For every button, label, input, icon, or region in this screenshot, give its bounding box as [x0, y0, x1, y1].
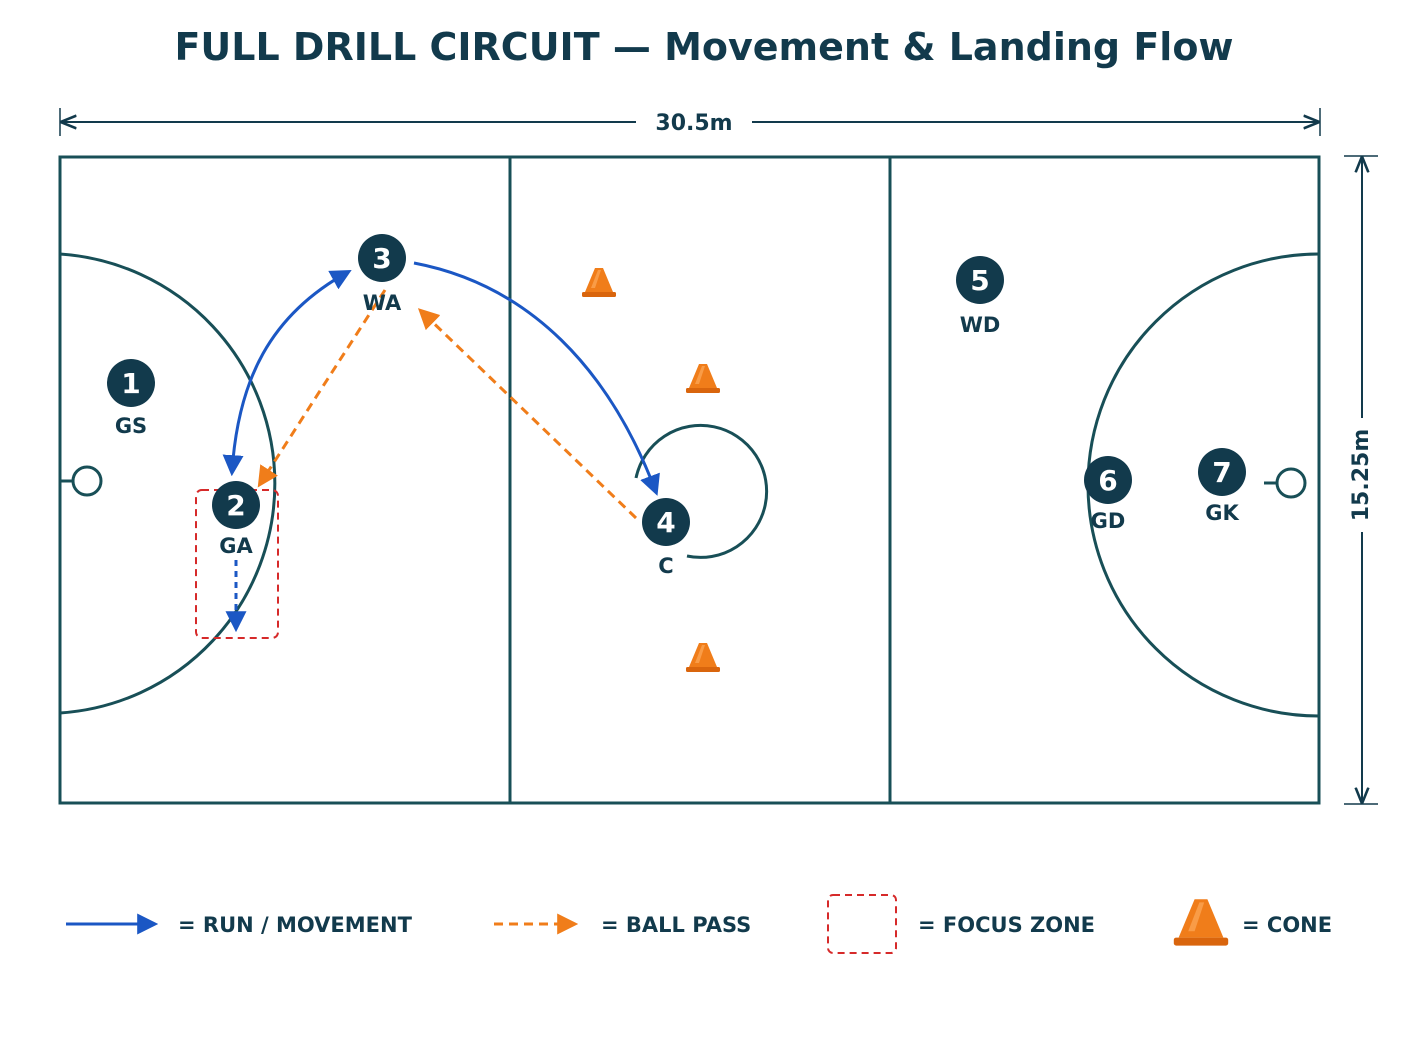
player-ga: 2 GA — [212, 481, 260, 558]
svg-text:GA: GA — [219, 534, 253, 558]
length-dimension: 30.5m — [59, 108, 1321, 136]
svg-text:GD: GD — [1091, 509, 1126, 533]
run-wa-to-c — [413, 261, 660, 496]
player-gd: 6 GD — [1084, 456, 1132, 533]
player-wa: 3 WA — [358, 234, 406, 315]
players: 1 GS 2 GA 3 WA 4 C 5 WD 6 GD — [107, 234, 1246, 578]
width-dimension: 15.25m — [1344, 155, 1378, 805]
svg-text:C: C — [658, 554, 673, 578]
run-paths — [222, 261, 660, 633]
cone-icon — [686, 643, 720, 672]
svg-text:= CONE: = CONE — [1242, 913, 1332, 937]
cone-icon — [686, 364, 720, 393]
centre-circle — [634, 423, 769, 559]
svg-text:GS: GS — [115, 414, 147, 438]
legend-pass: = BALL PASS — [494, 913, 751, 937]
svg-text:= FOCUS ZONE: = FOCUS ZONE — [918, 913, 1095, 937]
ball-passes — [257, 289, 638, 520]
svg-text:7: 7 — [1212, 456, 1231, 489]
player-c: 4 C — [642, 498, 690, 578]
page-title: FULL DRILL CIRCUIT — Movement & Landing … — [174, 25, 1233, 69]
svg-text:1: 1 — [121, 367, 140, 400]
length-label: 30.5m — [655, 111, 732, 136]
svg-text:4: 4 — [656, 506, 675, 539]
svg-text:2: 2 — [226, 489, 245, 522]
svg-text:GK: GK — [1205, 501, 1239, 525]
svg-text:= BALL PASS: = BALL PASS — [601, 913, 751, 937]
legend-cone: = CONE — [1173, 899, 1332, 946]
player-gk: 7 GK — [1198, 448, 1246, 525]
focus-zone — [195, 489, 279, 639]
pass-c-to-wa — [417, 308, 638, 520]
pass-ga-to-wa — [257, 289, 387, 488]
legend: = RUN / MOVEMENT = BALL PASS = FOCUS ZON… — [66, 894, 1332, 954]
width-label: 15.25m — [1349, 429, 1374, 522]
legend-focus: = FOCUS ZONE — [827, 894, 1095, 954]
cone-icon — [582, 268, 616, 297]
svg-text:WA: WA — [363, 291, 402, 315]
player-wd: 5 WD — [956, 256, 1004, 337]
legend-run: = RUN / MOVEMENT — [66, 913, 413, 937]
svg-text:6: 6 — [1098, 464, 1117, 497]
svg-text:5: 5 — [970, 264, 989, 297]
goal-post-left — [71, 465, 103, 497]
svg-text:WD: WD — [960, 313, 1001, 337]
goal-post-right — [1275, 467, 1307, 499]
run-ga-to-wa — [222, 269, 352, 477]
cones — [582, 268, 720, 672]
cone-icon — [1173, 899, 1229, 946]
player-gs: 1 GS — [107, 359, 155, 438]
svg-text:3: 3 — [372, 242, 391, 275]
svg-text:= RUN / MOVEMENT: = RUN / MOVEMENT — [178, 913, 413, 937]
